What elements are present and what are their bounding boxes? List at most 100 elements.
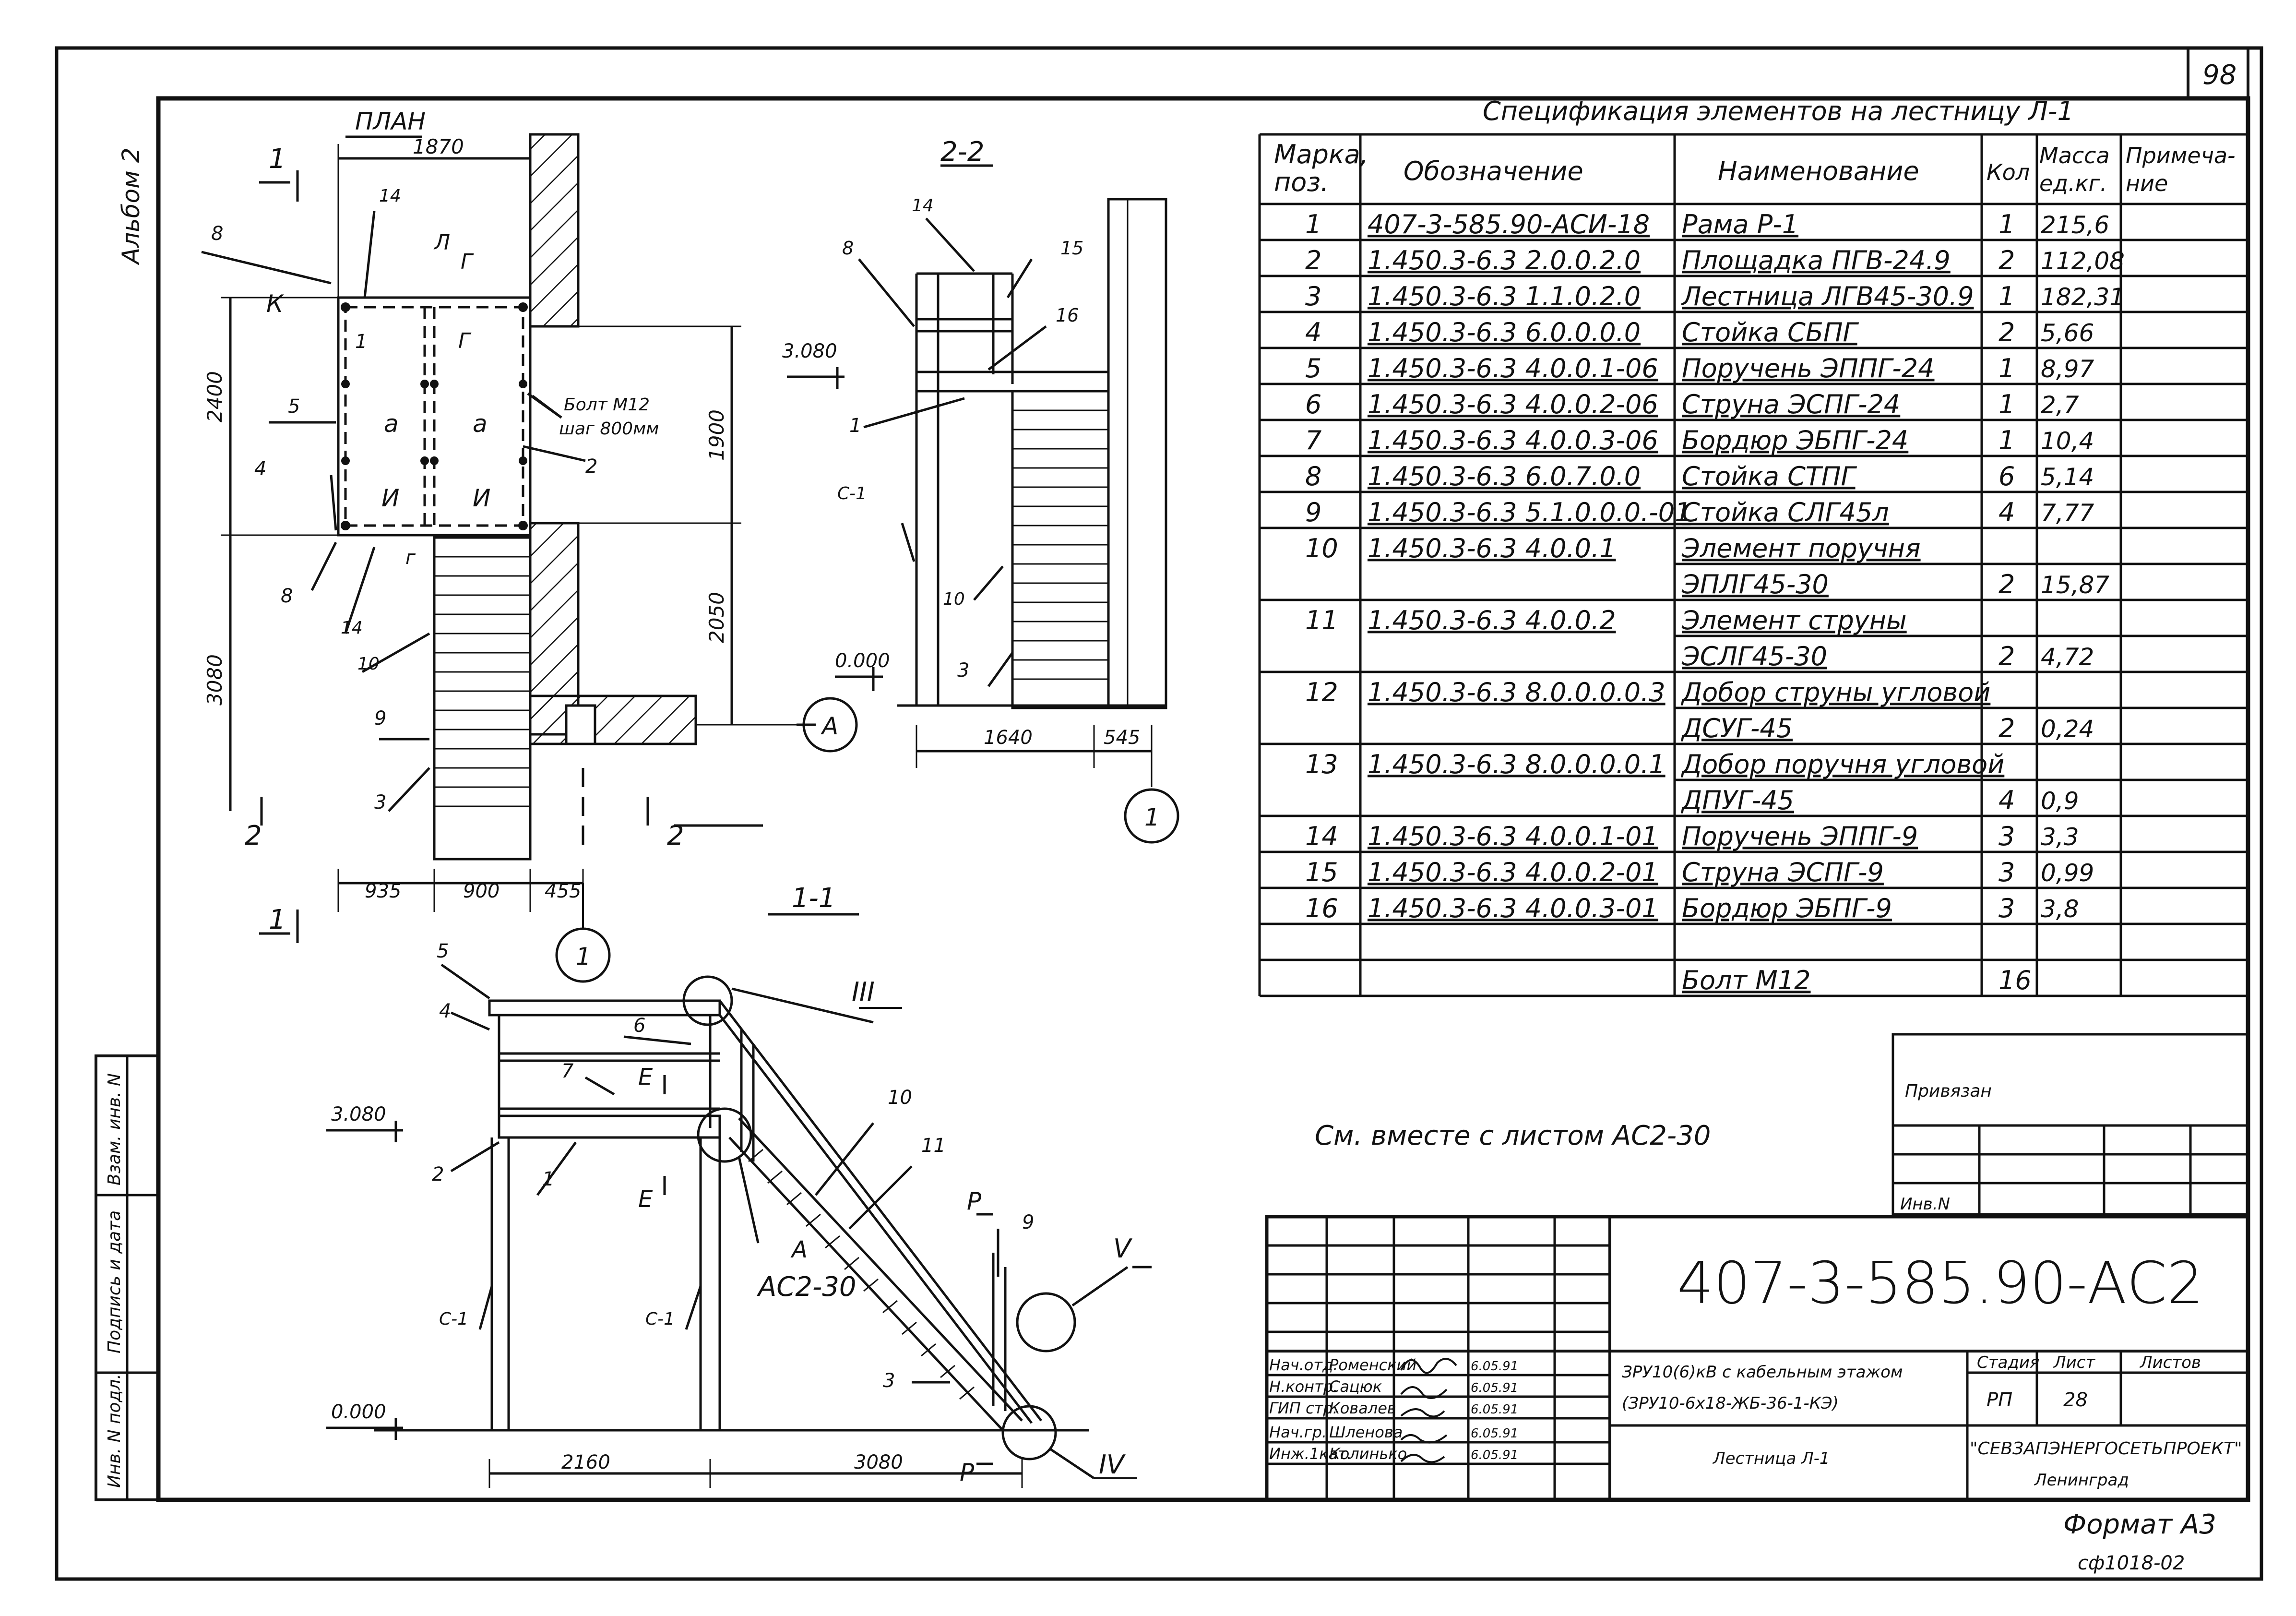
spec-cell-r14-c4: 0,24 bbox=[2041, 715, 2094, 743]
spec-header-4: ед.кг. bbox=[2039, 170, 2107, 196]
spec-cell-r8-c3: 4 bbox=[1999, 497, 2015, 527]
s11-pos-C1b: С-1 bbox=[645, 1309, 675, 1329]
signer-1-0: Н.контр. bbox=[1269, 1377, 1338, 1396]
s11-mark-A: А bbox=[790, 1236, 808, 1263]
s22-axis-1-bubble: 1 bbox=[1124, 788, 1179, 844]
spec-cell-r14-c2: ДСУГ-45 bbox=[1681, 713, 1793, 743]
spec-cell-r6-c0: 7 bbox=[1305, 425, 1321, 455]
spec-cell-r2-c0: 3 bbox=[1305, 281, 1321, 311]
spec-cell-r16-c2: ДПУГ-45 bbox=[1681, 785, 1794, 815]
title-block bbox=[1265, 1215, 2250, 1502]
plan-mark-a2: а bbox=[473, 410, 488, 438]
plan-axis-1-label: 1 bbox=[576, 943, 591, 970]
plan-mark-K: К bbox=[266, 290, 285, 318]
s22-pos-1: 1 bbox=[849, 415, 861, 437]
spec-cell-r5-c0: 6 bbox=[1305, 389, 1321, 419]
spec-cell-r12-c2: ЭСЛГ45-30 bbox=[1681, 641, 1827, 671]
spec-cell-r18-c3: 3 bbox=[1999, 857, 2015, 887]
spec-cell-r7-c0: 8 bbox=[1305, 461, 1321, 491]
plan-dim-bottom-1: 935 bbox=[365, 880, 401, 902]
project-line-2: (ЗРУ10-6х18-ЖБ-36-1-КЭ) bbox=[1622, 1394, 1839, 1413]
plan-dim-right-upper: 1900 bbox=[705, 409, 728, 461]
spec-cell-r0-c0: 1 bbox=[1305, 209, 1321, 239]
spec-header-0: Марка, bbox=[1274, 139, 1368, 169]
s11-pos-3: 3 bbox=[883, 1370, 895, 1392]
plan-dim-left-lower: 3080 bbox=[203, 654, 226, 706]
plan-pos-3: 3 bbox=[374, 791, 386, 814]
s11-pos-2: 2 bbox=[432, 1163, 444, 1185]
spec-cell-r18-c1: 1.450.3-6.3 4.0.0.2-01 bbox=[1368, 857, 1658, 887]
plan-platform bbox=[337, 296, 532, 537]
spec-cell-r10-c3: 2 bbox=[1999, 569, 2015, 599]
spec-grid bbox=[1258, 133, 2249, 997]
plan-axis-1-bubble: 1 bbox=[555, 883, 611, 983]
binding-block bbox=[1892, 1033, 2249, 1216]
spec-cell-r13-c1: 1.450.3-6.3 8.0.0.0.0.3 bbox=[1368, 677, 1665, 707]
s22-pos-15: 15 bbox=[1060, 238, 1083, 259]
plan-pos-1: 1 bbox=[355, 331, 367, 353]
spec-cell-r14-c3: 2 bbox=[1999, 713, 2015, 743]
s22-axis-1-label: 1 bbox=[1144, 803, 1160, 831]
spec-cell-r18-c2: Струна ЭСПГ-9 bbox=[1682, 857, 1884, 887]
s22-elev-bottom: 0.000 bbox=[835, 650, 890, 672]
spec-cell-r9-c0: 10 bbox=[1305, 533, 1338, 563]
spec-cell-r17-c2: Поручень ЭППГ-9 bbox=[1682, 821, 1918, 851]
spec-cell-r6-c4: 10,4 bbox=[2041, 427, 2094, 455]
plan-mark-a1: а bbox=[384, 410, 399, 438]
spec-cell-r10-c4: 15,87 bbox=[2041, 571, 2109, 599]
spec-cell-r15-c0: 13 bbox=[1305, 749, 1338, 779]
spec-cell-r12-c3: 2 bbox=[1999, 641, 2015, 671]
spec-cell-r3-c0: 4 bbox=[1305, 317, 1321, 347]
plan-pos-5: 5 bbox=[288, 395, 300, 418]
spec-cell-r4-c1: 1.450.3-6.3 4.0.0.1-06 bbox=[1368, 353, 1658, 383]
spec-cell-r12-c4: 4,72 bbox=[2041, 643, 2094, 671]
spec-cell-r2-c3: 1 bbox=[1999, 281, 2015, 311]
s22-pos-14: 14 bbox=[912, 196, 934, 215]
plan-pos-10: 10 bbox=[357, 654, 380, 674]
signer-0-0: Нач.отд. bbox=[1269, 1356, 1338, 1374]
side-stamp-podpis: Подпись и дата bbox=[105, 1210, 124, 1353]
s11-ref: АС2-30 bbox=[757, 1271, 857, 1303]
s22-title: 2-2 bbox=[940, 136, 984, 168]
plan-dim-left-upper: 2400 bbox=[203, 371, 226, 422]
spec-cell-r3-c2: Стойка СБПГ bbox=[1682, 317, 1859, 347]
section-11 bbox=[326, 913, 1152, 1488]
spec-title: Спецификация элементов на лестницу Л-1 bbox=[1483, 96, 2074, 126]
s11-mark-E1: Е bbox=[638, 1064, 653, 1090]
stage-value: РП bbox=[1987, 1389, 2012, 1411]
plan-pos-14a: 14 bbox=[379, 186, 401, 206]
s11-dim-2: 3080 bbox=[854, 1451, 903, 1473]
plan-mark-g: г bbox=[405, 547, 416, 569]
plan-mark-2a: 2 bbox=[245, 820, 262, 851]
spec-header-5: Примеча- bbox=[2126, 143, 2236, 168]
signer-4-1: Колинько bbox=[1329, 1445, 1407, 1463]
s11-pos-1: 1 bbox=[542, 1168, 554, 1190]
plan-title: ПЛАН bbox=[355, 108, 426, 135]
note-see-also: См. вместе с листом АС2-30 bbox=[1315, 1120, 1711, 1151]
plan-dim-right-lower: 2050 bbox=[705, 592, 728, 643]
spec-cell-r3-c1: 1.450.3-6.3 6.0.0.0.0 bbox=[1368, 317, 1641, 347]
s22-pos-C1: С-1 bbox=[837, 484, 867, 503]
spec-cell-r1-c0: 2 bbox=[1305, 245, 1321, 275]
signer-4-0: Инж.1кат. bbox=[1269, 1445, 1352, 1463]
node-III-circle bbox=[682, 975, 733, 1026]
section-22 bbox=[787, 164, 1167, 787]
s11-node-III: III bbox=[852, 977, 875, 1007]
plan-labels: 1870 2400 3080 1900 2050 935 900 455 Бол… bbox=[203, 135, 728, 935]
signature-marks bbox=[1400, 1358, 1457, 1463]
plan-stair bbox=[433, 536, 532, 861]
album-label: Альбом 2 bbox=[117, 148, 145, 265]
s22-pos-16: 16 bbox=[1056, 305, 1079, 326]
org-name: "СЕВЗАПЭНЕРГОСЕТЬПРОЕКТ" bbox=[1970, 1439, 2242, 1459]
signer-3-0: Нач.гр. bbox=[1269, 1423, 1327, 1441]
spec-cell-r19-c1: 1.450.3-6.3 4.0.0.3-01 bbox=[1368, 893, 1658, 923]
axis-A-bubble: А bbox=[802, 697, 858, 753]
section-22-labels: 2-2 3.080 0.000 1640 545 14 8 15 16 1 С-… bbox=[782, 136, 1140, 749]
node-A-circle bbox=[697, 1107, 752, 1163]
spec-cell-r4-c2: Поручень ЭППГ-24 bbox=[1682, 353, 1935, 383]
s11-elev-top: 3.080 bbox=[331, 1103, 386, 1125]
s22-pos-3: 3 bbox=[957, 659, 969, 682]
